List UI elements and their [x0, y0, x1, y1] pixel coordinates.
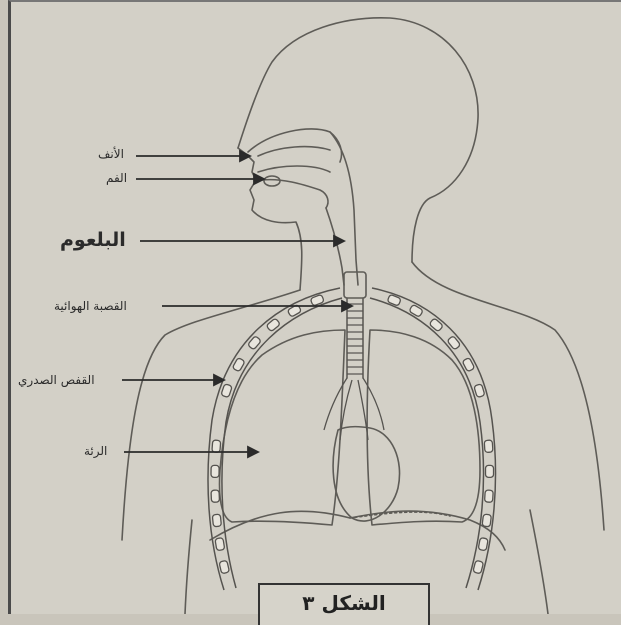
rib-segment: [482, 514, 491, 527]
rib-segment: [215, 538, 225, 551]
arrowhead-trachea: [342, 301, 352, 311]
label-trachea: القصبة الهوائية: [54, 299, 127, 313]
tongue: [262, 180, 328, 208]
heart: [333, 427, 399, 521]
rib-segment: [212, 440, 221, 453]
head-outline: [238, 18, 478, 262]
arrowhead-pharynx: [334, 236, 344, 246]
rib-segment: [486, 465, 494, 477]
rib-segment: [211, 490, 219, 502]
caption-box: الشكل ٣: [258, 583, 430, 625]
arrowhead-ribcage: [214, 375, 224, 385]
mouth-opening: [264, 176, 280, 186]
nasal-cavity: [248, 129, 342, 162]
rib-segment: [212, 514, 221, 527]
label-nose: الأنف: [98, 147, 124, 161]
arrowhead-lung: [248, 447, 258, 457]
label-ribcage: القفص الصدري: [18, 373, 95, 387]
rib-segment: [211, 465, 219, 477]
rib-segment: [484, 440, 493, 452]
palate: [258, 166, 330, 172]
torso-right-lower: [530, 510, 548, 614]
rib-segment: [474, 384, 485, 398]
pharynx-back: [330, 132, 358, 285]
label-pharynx: البلعوم: [60, 229, 126, 251]
torso-left-lower: [185, 520, 192, 614]
rib-left-inner: [222, 298, 342, 588]
rib-segment: [478, 538, 488, 551]
rib-segment: [473, 560, 484, 574]
arrowhead-mouth: [254, 174, 264, 184]
larynx: [344, 272, 366, 298]
neck-right: [412, 262, 604, 530]
right-bronchus: [358, 378, 384, 440]
rib-segment: [221, 384, 232, 398]
figure-caption: الشكل ٣: [260, 591, 428, 615]
label-lung: الرئة: [84, 444, 107, 458]
rib-segment: [485, 490, 494, 502]
label-mouth: الفم: [106, 171, 127, 185]
rib-segment: [219, 560, 229, 573]
